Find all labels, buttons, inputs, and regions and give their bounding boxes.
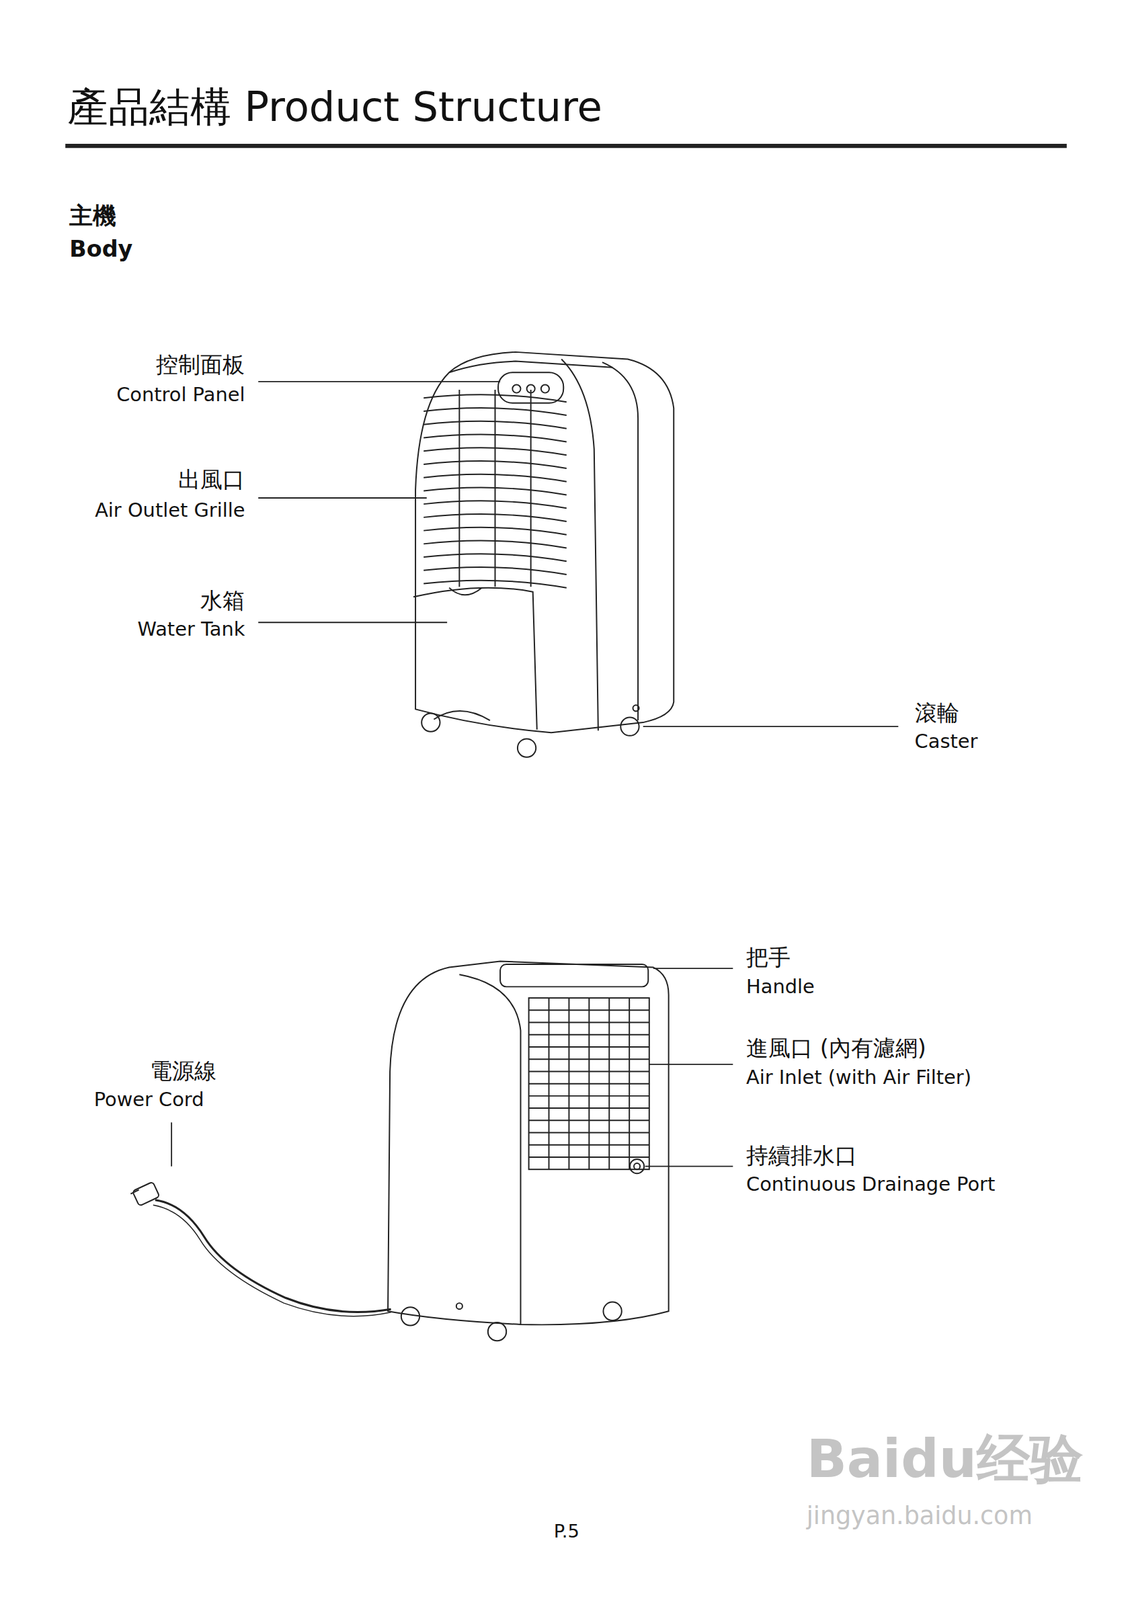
filter-grid xyxy=(529,1095,650,1098)
part-name: 進風口 (內有濾網) xyxy=(746,1035,927,1062)
filter-grid xyxy=(529,1156,650,1159)
section-heading: 主機 xyxy=(69,202,117,230)
filter-grid xyxy=(529,1107,650,1110)
filter-grid xyxy=(529,1132,650,1135)
watermark: Baidu经验 xyxy=(806,1429,1083,1491)
page-number: P.5 xyxy=(553,1521,580,1543)
filter-grid xyxy=(529,1144,650,1147)
part-name: Air Outlet Grille xyxy=(94,499,245,522)
title-rule xyxy=(65,143,1067,148)
part-name: 滾輪 xyxy=(914,700,960,727)
filter-grid xyxy=(529,1022,650,1024)
filter-grid xyxy=(529,1034,650,1036)
part-name: 水箱 xyxy=(200,588,245,614)
filter-grid xyxy=(529,1083,650,1085)
filter-grid xyxy=(529,1058,650,1061)
watermark: jingyan.baidu.com xyxy=(806,1502,1033,1531)
grille-divider xyxy=(458,389,460,587)
part-name: 控制面板 xyxy=(155,352,245,378)
part-name: Air Inlet (with Air Filter) xyxy=(746,1066,972,1090)
grille-divider xyxy=(494,389,497,587)
part-name: 持續排水口 xyxy=(746,1143,858,1170)
filter-grid xyxy=(529,1046,650,1049)
filter-grid xyxy=(529,1070,650,1073)
part-name: Caster xyxy=(914,730,979,753)
grille-divider xyxy=(530,389,532,587)
part-name: Handle xyxy=(746,976,815,999)
part-name: 把手 xyxy=(746,945,791,971)
filter-grid xyxy=(529,1119,650,1122)
filter-grid xyxy=(529,1009,650,1012)
part-name: Water Tank xyxy=(137,618,246,641)
section-heading: Body xyxy=(69,236,133,263)
back-body xyxy=(130,961,669,1342)
part-name: 出風口 xyxy=(178,467,245,493)
page-title: 產品結構 Product Structure xyxy=(67,84,603,132)
part-name: 電源線 xyxy=(149,1058,217,1085)
part-name: Control Panel xyxy=(116,383,245,407)
front-body xyxy=(413,352,674,758)
part-name: Continuous Drainage Port xyxy=(746,1173,995,1196)
part-name: Power Cord xyxy=(94,1089,205,1112)
